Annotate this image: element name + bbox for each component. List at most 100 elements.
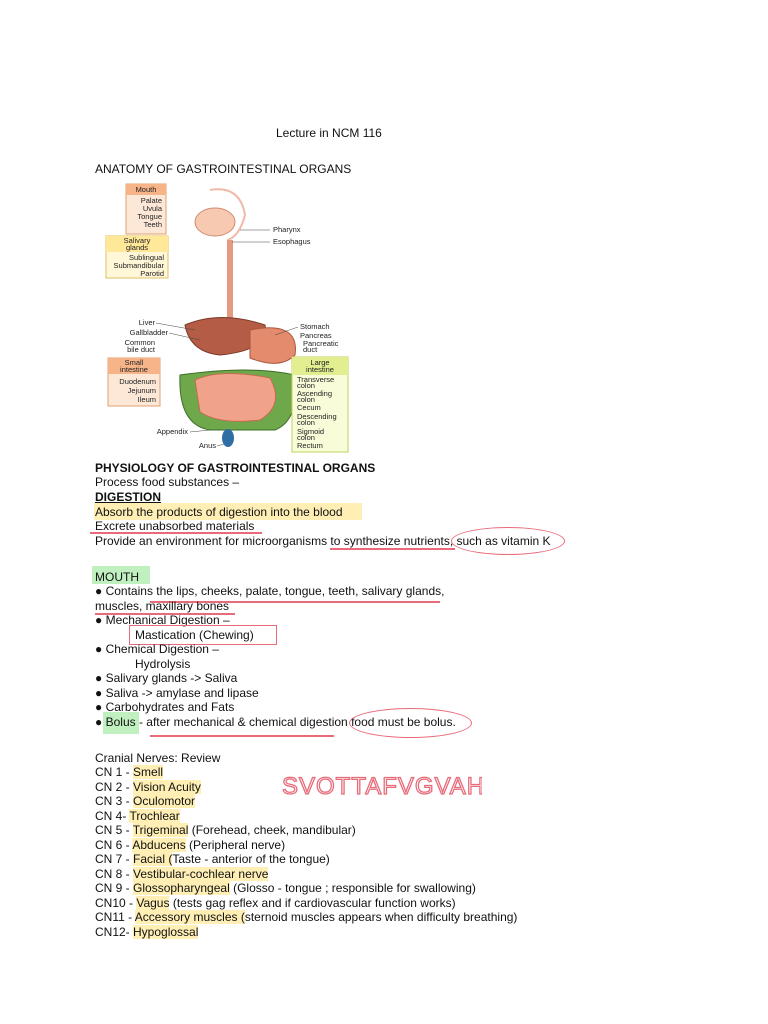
label-glands: glands [126,243,148,252]
cranial-name: Vestibular-cochlear nerve [133,866,269,881]
label-colon-2: colon [297,395,315,404]
mouth-cavity-shape [194,207,236,237]
excrete-line: Excrete unabsorbed materials [95,519,255,533]
label-uvula: Uvula [143,204,163,213]
rectum-shape [222,429,234,447]
cranial-name: Glossopharyngeal [133,881,230,895]
muscles-underline [95,613,235,615]
label-descending: Descending [297,412,337,421]
cranial-line: CN11 - Accessory muscles (sternoid muscl… [95,910,517,924]
mouth-item-4: Mastication (Chewing) [135,628,254,642]
label-large: Large [310,358,329,367]
bolus-word: Bolus [105,715,136,729]
cranial-number: CN 6 - [95,837,133,852]
label-small: Small [125,358,144,367]
mouth-item-2: muscles, maxillary bones [95,599,230,613]
label-colon-3: colon [297,418,315,427]
cranial-note: Taste - anterior of the tongue) [172,852,330,866]
mouth-item-9: ● Carbohydrates and Fats [95,700,235,714]
process-line: Process food substances – [95,475,240,489]
digestion-heading: DIGESTION [95,490,162,504]
stomach-shape [249,327,296,364]
cranial-number: CN 5 - [95,823,133,837]
label-salivary: Salivary [124,236,151,245]
cranial-line: CN 2 - Vision Acuity [95,779,201,794]
label-common: Common [125,338,155,347]
small-intestine-shape [194,372,277,422]
bolus-underline [150,735,334,737]
cranial-number: CN 4- [95,808,130,823]
cranial-name: Vision Acuity [133,779,201,794]
label-jejunum: Jejunum [128,386,156,395]
cranial-line: CN12- Hypoglossal [95,924,199,939]
bolus-text-a: - after mechanical & chemical digestion [135,715,352,729]
label-liver: Liver [139,318,156,327]
cranial-line: CN 1 - Smell [95,765,164,779]
cranial-number: CN 8 - [95,866,134,881]
cranial-note: (Forehead, cheek, mandibular) [188,823,356,837]
cranial-number: CN12- [95,924,134,939]
cranial-note: (Peripheral nerve) [185,837,286,852]
absorb-line: Absorb the products of digestion into th… [95,505,343,519]
synthesize-underline [330,548,455,550]
page-title: Lecture in NCM 116 [276,126,382,140]
cranial-name: Accessory muscles ( [134,910,245,924]
cranial-line: CN 4- Trochlear [95,808,180,823]
label-palate: Palate [141,196,162,205]
anatomy-heading: ANATOMY OF GASTROINTESTINAL ORGANS [95,162,352,176]
excrete-underline [90,532,262,534]
label-duct: duct [303,345,318,354]
cranial-name: Smell [133,765,164,779]
label-intestine-s: intestine [120,365,148,374]
label-pancreas: Pancreas [300,331,332,340]
mouth-heading: MOUTH [95,570,139,584]
cranial-number: CN 3 - [95,794,134,808]
bolus-bullet: ● [95,715,106,729]
gi-anatomy-diagram: Mouth Palate Uvula Tongue Teeth Salivary… [105,183,349,453]
cranial-heading: Cranial Nerves: Review [95,751,221,765]
label-sigmoid: Sigmoid [297,427,324,436]
handwritten-mnemonic: SVOTTAFVGVAH [282,772,482,800]
label-anus: Anus [199,441,216,450]
bolus-circle [349,708,472,738]
label-gallbladder: Gallbladder [130,328,169,337]
cranial-note: (Glosso - tongue ; responsible for swall… [229,881,476,895]
bolus-highlight [103,712,139,734]
contains-underline [150,601,440,603]
cranial-number: CN11 - [95,910,135,924]
cranial-line: CN 5 - Trigeminal (Forehead, cheek, mand… [95,823,356,837]
label-parotid: Parotid [140,269,164,278]
label-bile-duct: bile duct [127,345,156,354]
cranial-note: sternoid muscles appears when difficulty… [244,910,518,924]
cranial-line: CN 7 - Facial (Taste - anterior of the t… [95,852,330,866]
label-pancreatic: Pancreatic [303,339,339,348]
cranial-line: CN 9 - Glossopharyngeal (Glosso - tongue… [95,881,476,895]
mouth-item-3: ● Mechanical Digestion – [95,613,230,627]
mouth-highlight [92,566,150,584]
label-colon-4: colon [297,433,315,442]
label-rectum: Rectum [297,441,323,450]
cranial-name: Hypoglossal [133,924,199,939]
label-mouth: Mouth [136,185,157,194]
label-sublingual: Sublingual [129,253,164,262]
label-pharynx: Pharynx [273,225,301,234]
cranial-line: CN 6 - Abducens (Peripheral nerve) [95,837,286,852]
label-teeth: Teeth [144,220,162,229]
cranial-line: CN 3 - Oculomotor [95,794,196,808]
mouth-item-5: ● Chemical Digestion – [95,642,219,656]
cranial-name: Facial ( [133,852,173,866]
absorb-highlight [94,503,362,520]
cranial-name: Trigeminal [132,823,189,837]
label-appendix: Appendix [157,427,189,436]
label-duodenum: Duodenum [119,377,156,386]
label-esophagus: Esophagus [273,237,311,246]
mastication-box [129,625,277,645]
label-intestine-l: intestine [306,365,334,374]
label-ascending: Ascending [297,389,332,398]
physiology-heading: PHYSIOLOGY OF GASTROINTESTINAL ORGANS [95,461,376,475]
mouth-item-6: Hydrolysis [135,657,191,671]
cranial-line: CN 8 - Vestibular-cochlear nerve [95,866,269,881]
cranial-line: CN10 - Vagus (tests gag reflex and if ca… [95,895,456,910]
cranial-name: Trochlear [129,808,180,823]
